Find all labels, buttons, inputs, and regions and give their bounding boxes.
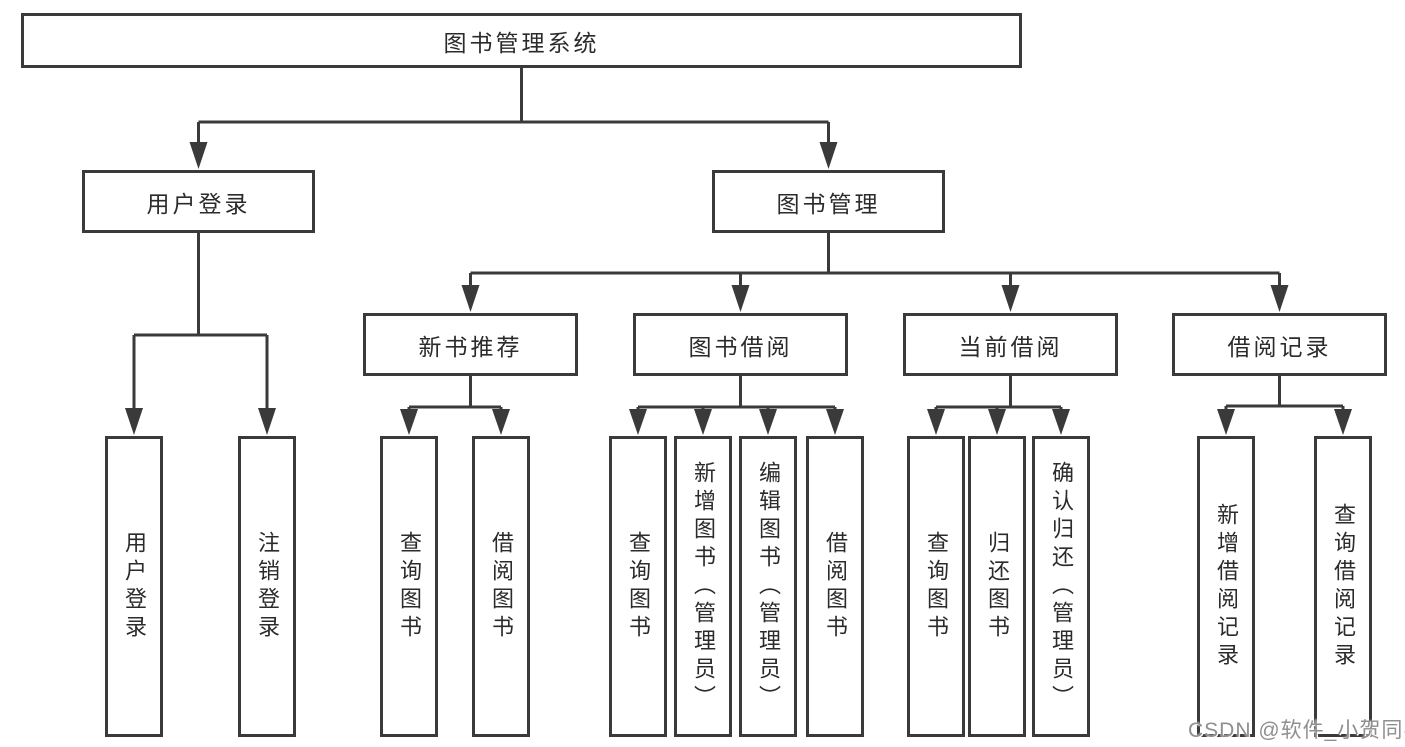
arrow-down-icon (1334, 409, 1352, 435)
arrow-down-icon (125, 408, 143, 435)
arrow-down-icon (819, 142, 838, 169)
leaf-borrow-book-2: 借阅图书 (806, 436, 864, 737)
connector-current-to-leaves (927, 376, 1070, 435)
arrow-down-icon (1270, 285, 1289, 312)
arrow-down-icon (1217, 409, 1235, 435)
connector-line (469, 232, 1281, 301)
leaf-label: 确认归还（管理员） (1049, 460, 1074, 713)
arrow-down-icon (1001, 285, 1020, 312)
node-current-borrow: 当前借阅 (903, 313, 1118, 376)
node-label: 图书管理系统 (443, 29, 600, 56)
node-new-book-recommend: 新书推荐 (363, 313, 578, 376)
leaf-query-borrow-record: 查询借阅记录 (1314, 436, 1372, 737)
connector-line (132, 233, 269, 424)
node-label: 图书管理 (776, 190, 881, 217)
leaf-borrow-book-1: 借阅图书 (472, 436, 530, 737)
connector-userlogin-to-leaves (125, 233, 276, 435)
leaf-label: 查询图书 (626, 530, 651, 643)
connector-borrow-to-leaves (629, 376, 844, 435)
leaf-confirm-return-admin: 确认归还（管理员） (1032, 436, 1090, 737)
arrow-down-icon (258, 408, 276, 435)
arrow-down-icon (400, 409, 418, 435)
node-label: 图书借阅 (688, 333, 793, 360)
node-label: 当前借阅 (958, 333, 1063, 360)
arrow-down-icon (731, 285, 750, 312)
arrow-down-icon (694, 409, 712, 435)
leaf-edit-book-admin: 编辑图书（管理员） (739, 436, 797, 737)
leaf-label: 注销登录 (255, 530, 280, 643)
node-borrow-records: 借阅记录 (1172, 313, 1387, 376)
csdn-watermark: CSDN @软件_小贺同学 (1188, 719, 1405, 742)
connector-line (636, 376, 837, 424)
node-book-management: 图书管理 (712, 170, 945, 233)
arrow-down-icon (759, 409, 777, 435)
node-library-system: 图书管理系统 (21, 13, 1022, 68)
node-book-borrow: 图书借阅 (633, 313, 848, 376)
leaf-user-login: 用户登录 (105, 436, 163, 737)
connector-line (1224, 376, 1345, 424)
arrow-down-icon (189, 142, 208, 169)
leaf-query-book-1: 查询图书 (380, 436, 438, 737)
connector-root-to-level2 (189, 68, 838, 169)
leaf-query-book-2: 查询图书 (609, 436, 667, 737)
leaf-add-borrow-record: 新增借阅记录 (1197, 436, 1255, 737)
leaf-query-book-3: 查询图书 (907, 436, 965, 737)
connector-newbook-to-leaves (400, 376, 510, 435)
leaf-label: 编辑图书（管理员） (756, 460, 781, 713)
leaf-logout: 注销登录 (238, 436, 296, 737)
node-user-login: 用户登录 (82, 170, 315, 233)
arrow-down-icon (826, 409, 844, 435)
leaf-add-book-admin: 新增图书（管理员） (674, 436, 732, 737)
leaf-label: 归还图书 (985, 530, 1010, 643)
leaf-label: 查询借阅记录 (1331, 502, 1356, 671)
arrow-down-icon (629, 409, 647, 435)
arrow-down-icon (927, 409, 945, 435)
leaf-label: 查询图书 (924, 530, 949, 643)
leaf-label: 新增图书（管理员） (691, 460, 716, 713)
leaf-label: 借阅图书 (823, 530, 848, 643)
leaf-label: 借阅图书 (489, 530, 514, 643)
arrow-down-icon (461, 285, 480, 312)
arrow-down-icon (988, 409, 1006, 435)
arrow-down-icon (1052, 409, 1070, 435)
connector-line (197, 68, 830, 158)
leaf-label: 用户登录 (122, 530, 147, 643)
node-label: 新书推荐 (418, 333, 523, 360)
connector-records-to-leaves (1217, 376, 1352, 435)
arrow-down-icon (492, 409, 510, 435)
node-label: 借阅记录 (1227, 333, 1332, 360)
leaf-return-book: 归还图书 (968, 436, 1026, 737)
leaf-label: 查询图书 (397, 530, 422, 643)
leaf-label: 新增借阅记录 (1214, 502, 1239, 671)
node-label: 用户登录 (146, 190, 251, 217)
connector-bookmgmt-to-level3 (461, 232, 1289, 312)
connector-line (407, 376, 503, 424)
